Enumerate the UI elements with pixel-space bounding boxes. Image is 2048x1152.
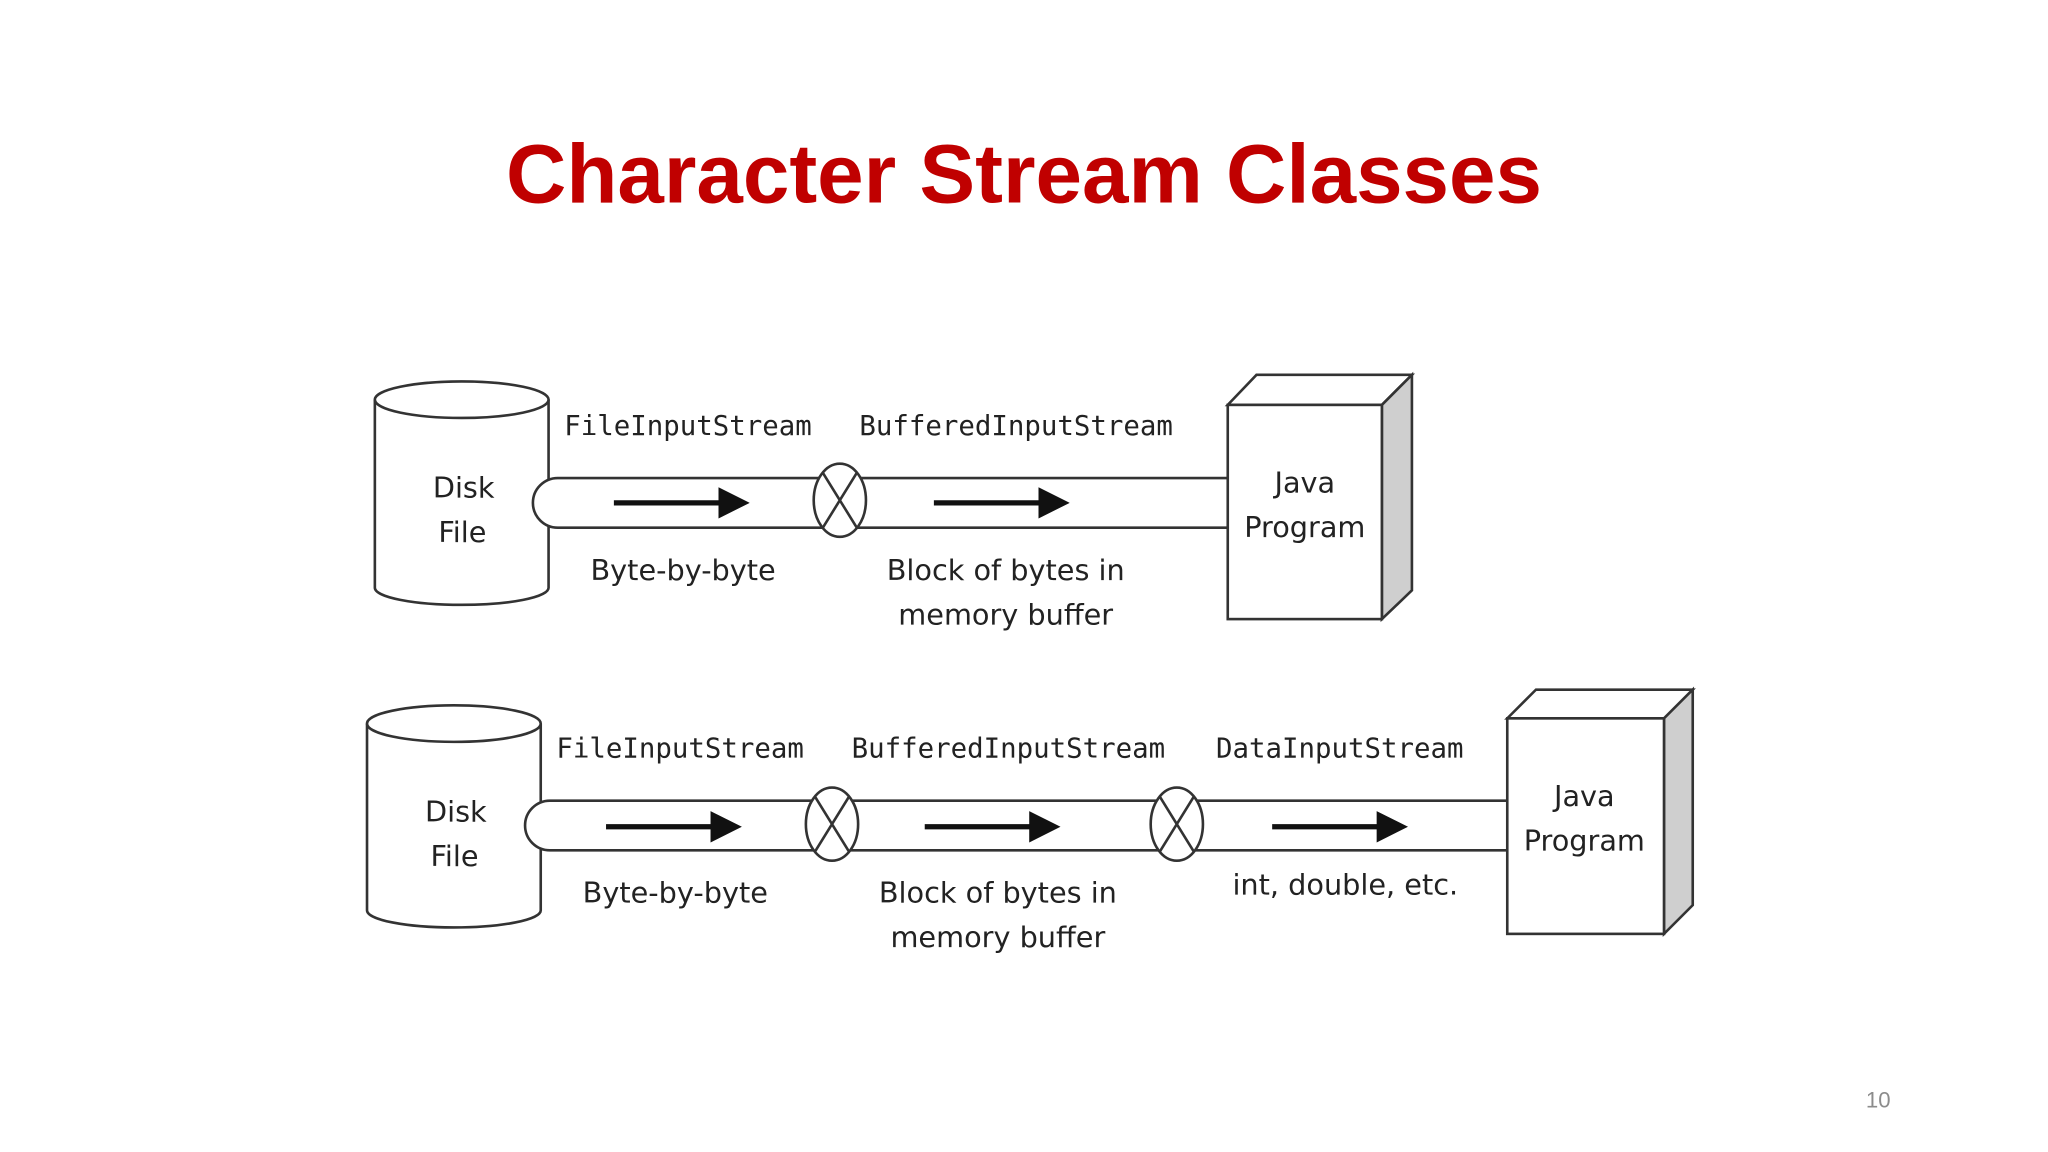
stream-label: FileInputStream bbox=[564, 411, 812, 442]
caption: Block of bytes in bbox=[879, 876, 1117, 910]
caption: memory buffer bbox=[898, 597, 1113, 631]
stream-pipe bbox=[531, 462, 1228, 539]
disk-file-cylinder-icon bbox=[373, 380, 550, 607]
caption: Block of bytes in bbox=[887, 553, 1125, 587]
diagram-data-input: Disk File FileInputStream BufferedInputS… bbox=[365, 686, 1696, 954]
java-program-box-icon bbox=[1224, 371, 1416, 623]
java-program-box-icon bbox=[1504, 686, 1696, 938]
page-number: 10 bbox=[1866, 1088, 1891, 1113]
file-label: File bbox=[430, 839, 478, 873]
caption: Byte-by-byte bbox=[583, 876, 768, 910]
disk-label: Disk bbox=[433, 471, 495, 505]
disk-label: Disk bbox=[425, 795, 487, 829]
file-label: File bbox=[438, 515, 486, 549]
diagram-buffered-input: Disk File FileInputStream BufferedInputS… bbox=[373, 371, 1416, 631]
caption: int, double, etc. bbox=[1232, 868, 1458, 902]
stream-label: DataInputStream bbox=[1216, 734, 1464, 765]
program-label: Program bbox=[1244, 510, 1365, 544]
caption: memory buffer bbox=[890, 920, 1105, 954]
caption: Byte-by-byte bbox=[590, 553, 775, 587]
slide-title: Character Stream Classes bbox=[506, 126, 1542, 220]
program-label: Program bbox=[1524, 823, 1645, 857]
java-label: Java bbox=[1552, 779, 1615, 813]
stream-label: BufferedInputStream bbox=[852, 734, 1165, 765]
stream-pipe bbox=[523, 786, 1508, 863]
java-label: Java bbox=[1272, 465, 1335, 499]
stream-label: BufferedInputStream bbox=[859, 411, 1173, 442]
stream-label: FileInputStream bbox=[556, 734, 804, 765]
disk-file-cylinder-icon bbox=[365, 704, 543, 929]
